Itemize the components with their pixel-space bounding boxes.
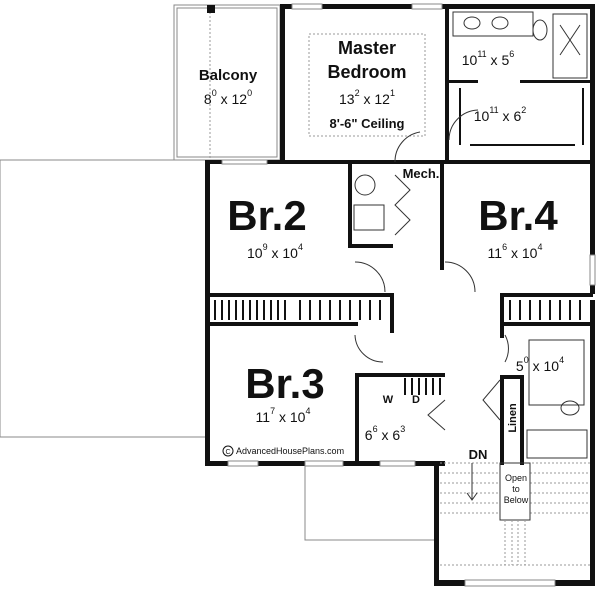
hall-bath-dims: 50 x 104 <box>516 355 564 374</box>
master-bath-dims: 1011 x 56 <box>462 49 515 68</box>
ceiling-outline <box>308 33 426 137</box>
br4-label: Br.4 <box>478 192 558 239</box>
open-to-below-line2: to <box>512 484 520 494</box>
master-dims: 132 x 121 <box>339 88 395 107</box>
master-closet-dims: 1011 x 62 <box>474 105 527 124</box>
dryer-label: D <box>412 394 420 406</box>
br2-dims: 109 x 104 <box>247 242 303 261</box>
linen-label: Linen <box>507 403 519 433</box>
fixtures <box>353 11 588 459</box>
master-label-line2: Bedroom <box>327 62 406 82</box>
stairs[interactable] <box>440 462 590 566</box>
copyright-icon <box>222 445 234 457</box>
ceiling-note: 8'-6" Ceiling <box>330 116 405 131</box>
br2-label: Br.2 <box>227 192 306 239</box>
br3-dims: 117 x 104 <box>256 406 311 425</box>
washer-label: W <box>383 394 394 406</box>
balcony-inner <box>176 7 278 158</box>
windows <box>221 3 596 587</box>
laundry-dims: 66 x 63 <box>365 424 405 443</box>
copyright-text: AdvancedHousePlans.com <box>236 446 344 456</box>
open-to-below-line3: Below <box>504 495 529 505</box>
master-label-line1: Master <box>338 38 396 58</box>
doors <box>354 109 509 431</box>
br4-dims: 116 x 104 <box>488 242 543 261</box>
closet-shelves <box>214 88 584 395</box>
porch-roof-outline <box>304 462 437 541</box>
balcony-label: Balcony <box>199 67 258 84</box>
lower-roof-outline <box>0 159 208 438</box>
balcony-dims: 80 x 120 <box>204 88 252 107</box>
walls <box>205 4 595 586</box>
balcony-post <box>207 5 215 13</box>
copyright-symbol: C <box>225 449 230 456</box>
br3-label: Br.3 <box>245 360 324 407</box>
stair-down-label: DN <box>469 447 488 462</box>
open-to-below-line1: Open <box>505 473 527 483</box>
mech-label: Mech. <box>403 166 440 181</box>
